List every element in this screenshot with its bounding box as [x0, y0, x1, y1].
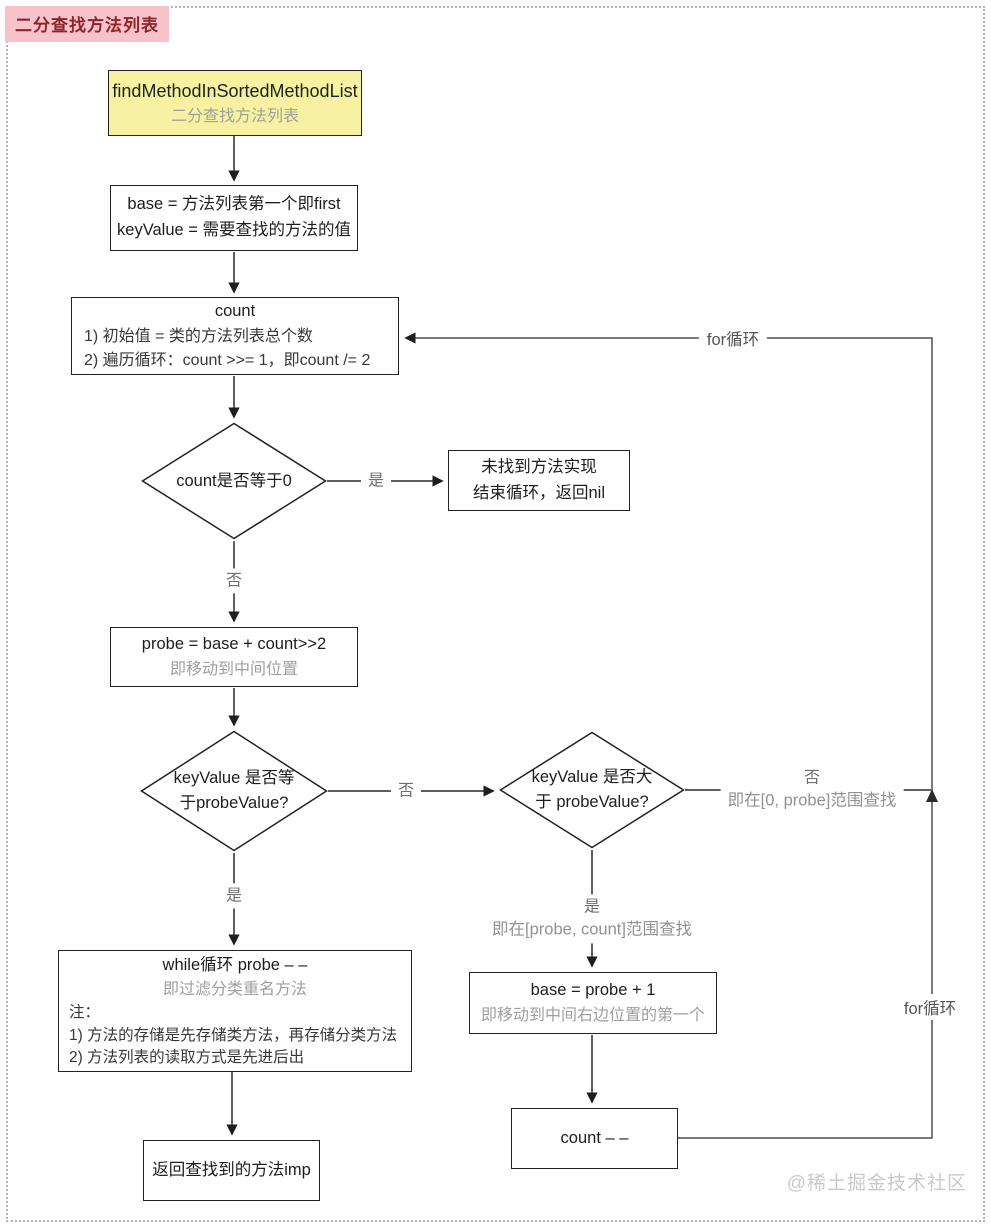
node-while-note1: 1) 方法的存储是先存储类方法，再存储分类方法 — [69, 1026, 398, 1044]
edge-label-yes-1: 是 — [360, 468, 392, 494]
node-start-subtitle: 二分查找方法列表 — [170, 107, 299, 125]
node-start: findMethodInSortedMethodList 二分查找方法列表 — [108, 70, 362, 136]
diagram-title-tag: 二分查找方法列表 — [5, 6, 169, 42]
diamond-shape — [499, 731, 685, 849]
decision-key-equal-line2: 于probeValue? — [179, 794, 289, 812]
edge-label-yes-3-note: 即在[probe, count]范围查找 — [492, 920, 692, 939]
node-base-next: base = probe + 1 即移动到中间右边位置的第一个 — [469, 972, 717, 1034]
edge-label-yes-3-text: 是 — [583, 898, 600, 916]
watermark: @稀土掘金技术社区 — [786, 1173, 967, 1194]
diamond-shape — [140, 730, 328, 852]
node-start-title: findMethodInSortedMethodList — [112, 80, 358, 101]
node-base-next-title: base = probe + 1 — [530, 981, 656, 1000]
node-count-dec: count – – — [511, 1108, 678, 1169]
node-init: base = 方法列表第一个即first keyValue = 需要查找的方法的… — [110, 185, 358, 251]
node-init-line1: base = 方法列表第一个即first — [127, 195, 341, 214]
loop-label-top: for循环 — [698, 325, 768, 351]
node-probe-title: probe = base + count>>2 — [141, 635, 327, 654]
node-probe-subtitle: 即移动到中间位置 — [169, 660, 298, 678]
edge-label-no-1: 否 — [218, 568, 250, 594]
edge-label-yes-2: 是 — [218, 883, 250, 909]
node-init-line2: keyValue = 需要查找的方法的值 — [117, 221, 351, 239]
decision-count-zero-text: count是否等于0 — [176, 471, 292, 490]
node-return-imp-text: 返回查找到的方法imp — [152, 1160, 311, 1179]
decision-key-equal-line1: keyValue 是否等 — [173, 769, 295, 788]
node-count-dec-text: count – – — [560, 1128, 629, 1147]
node-while-note2: 2) 方法列表的读取方式是先进后出 — [69, 1048, 305, 1066]
node-count-note1: 1) 初始值 = 类的方法列表总个数 — [84, 327, 313, 345]
node-not-found: 未找到方法实现 结束循环，返回nil — [448, 450, 630, 511]
edge-label-no-3-note: 即在[0, probe]范围查找 — [727, 791, 897, 810]
node-not-found-line2: 结束循环，返回nil — [472, 483, 605, 502]
loop-label-right: for循环 — [895, 994, 965, 1020]
diamond-shape — [141, 422, 327, 540]
node-while-note-label: 注： — [69, 1004, 101, 1022]
edge-label-no-2: 否 — [390, 778, 422, 804]
edge-label-yes-3: 是 即在[probe, count]范围查找 — [485, 894, 699, 944]
node-probe: probe = base + count>>2 即移动到中间位置 — [110, 627, 358, 687]
decision-key-greater-line2: 于 probeValue? — [535, 793, 649, 811]
edge-label-no-3-text: 否 — [803, 769, 820, 787]
decision-key-greater: keyValue 是否大 于 probeValue? — [499, 731, 685, 849]
node-not-found-line1: 未找到方法实现 — [481, 457, 597, 476]
node-while-title: while循环 probe – – — [162, 955, 308, 974]
decision-count-zero: count是否等于0 — [141, 422, 327, 540]
node-return-imp: 返回查找到的方法imp — [143, 1140, 320, 1201]
node-while-subtitle: 即过滤分类重名方法 — [162, 981, 307, 999]
node-count-note2: 2) 遍历循环：count >>= 1，即count /= 2 — [84, 351, 371, 369]
edge-label-no-3: 否 即在[0, probe]范围查找 — [720, 765, 904, 815]
node-count: count 1) 初始值 = 类的方法列表总个数 2) 遍历循环：count >… — [71, 297, 399, 375]
node-base-next-subtitle: 即移动到中间右边位置的第一个 — [480, 1006, 705, 1024]
node-count-title: count — [214, 302, 256, 321]
node-while-filter: while循环 probe – – 即过滤分类重名方法 注： 1) 方法的存储是… — [58, 950, 412, 1072]
decision-key-equal: keyValue 是否等 于probeValue? — [140, 730, 328, 852]
decision-key-greater-line1: keyValue 是否大 — [531, 768, 653, 787]
